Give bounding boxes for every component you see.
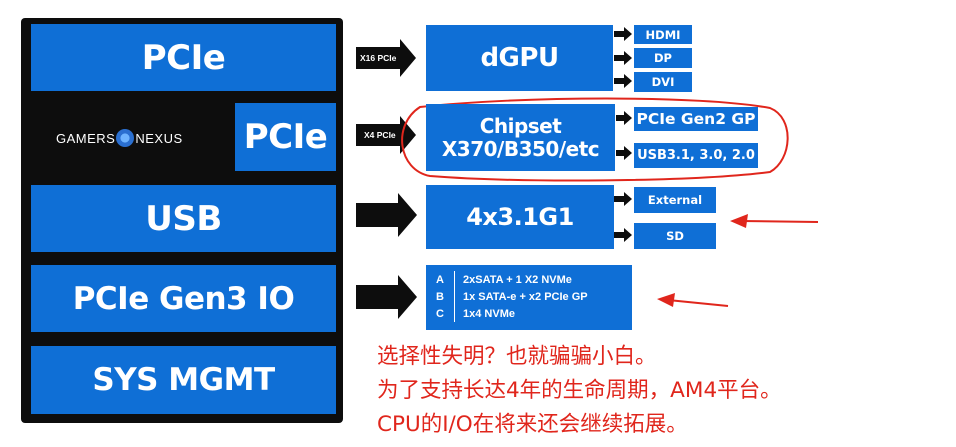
annotation-line-1: 选择性失明？也就骗骗小白。 (377, 344, 657, 369)
sd-output: SD (634, 223, 716, 249)
dgpu-block: dGPU (426, 25, 613, 91)
lane-row-c: C 1x4 NVMe (426, 305, 632, 322)
usb-controller-block: 4x3.1G1 (426, 185, 614, 249)
x4-pcie-label: X4 PCIe (364, 130, 396, 140)
logo-left-text: GAMERS (56, 130, 116, 146)
pcie-gen3-io-block: PCIe Gen3 IO (31, 265, 336, 332)
hdmi-connector (614, 27, 632, 41)
usb-versions-output: USB3.1, 3.0, 2.0 (634, 143, 758, 168)
lane-value-c: 1x4 NVMe (463, 307, 515, 320)
lane-key-a: A (426, 271, 455, 288)
io-lanes-block: A 2xSATA + 1 X2 NVMe B 1x SATA-e + x2 PC… (426, 265, 632, 330)
lanes-pointer-line (667, 299, 729, 307)
gen2-connector (616, 111, 632, 125)
usb-block: USB (31, 185, 336, 252)
sd-connector (614, 228, 632, 242)
pcie-top-block: PCIe (31, 24, 336, 91)
pcie-mid-block: PCIe (235, 103, 336, 171)
external-connector (614, 192, 632, 206)
dp-connector (614, 51, 632, 65)
lane-key-b: B (426, 288, 455, 305)
hdmi-output: HDMI (634, 25, 692, 44)
dvi-connector (614, 74, 632, 88)
chipset-highlight-ellipse (401, 97, 789, 182)
annotation-line-2: 为了支持长达4年的生命周期，AM4平台。 (377, 378, 782, 403)
lane-key-c: C (426, 305, 455, 322)
dvi-output: DVI (634, 72, 692, 92)
dp-output: DP (634, 48, 692, 68)
external-output: External (634, 187, 716, 213)
usb3-connector (616, 146, 632, 160)
external-sd-pointer-head (730, 214, 748, 228)
gamers-nexus-logo: GAMERS NEXUS (56, 129, 183, 147)
x4-arrow (356, 116, 416, 154)
logo-knot-icon (116, 129, 135, 147)
x16-pcie-label: X16 PCIe (360, 53, 397, 63)
lane-row-a: A 2xSATA + 1 X2 NVMe (426, 271, 632, 288)
annotation-line-3: CPU的I/O在将来还会继续拓展。 (377, 412, 688, 437)
lane-value-b: 1x SATA-e + x2 PCIe GP (463, 290, 588, 303)
lane-row-b: B 1x SATA-e + x2 PCIe GP (426, 288, 632, 305)
lane-value-a: 2xSATA + 1 X2 NVMe (463, 273, 572, 286)
sys-mgmt-block: SYS MGMT (31, 346, 336, 414)
external-sd-pointer-line (740, 220, 819, 223)
chipset-line2: X370/B350/etc (441, 136, 600, 161)
usb-arrow (356, 193, 417, 237)
chipset-line1: Chipset (479, 113, 562, 138)
lanes-pointer-head (657, 293, 675, 307)
gen3-arrow (356, 275, 417, 319)
pcie-gen2-output: PCIe Gen2 GP (634, 107, 758, 131)
chipset-block: Chipset X370/B350/etc (426, 104, 615, 171)
logo-right-text: NEXUS (135, 130, 183, 146)
x16-arrow (356, 39, 416, 77)
